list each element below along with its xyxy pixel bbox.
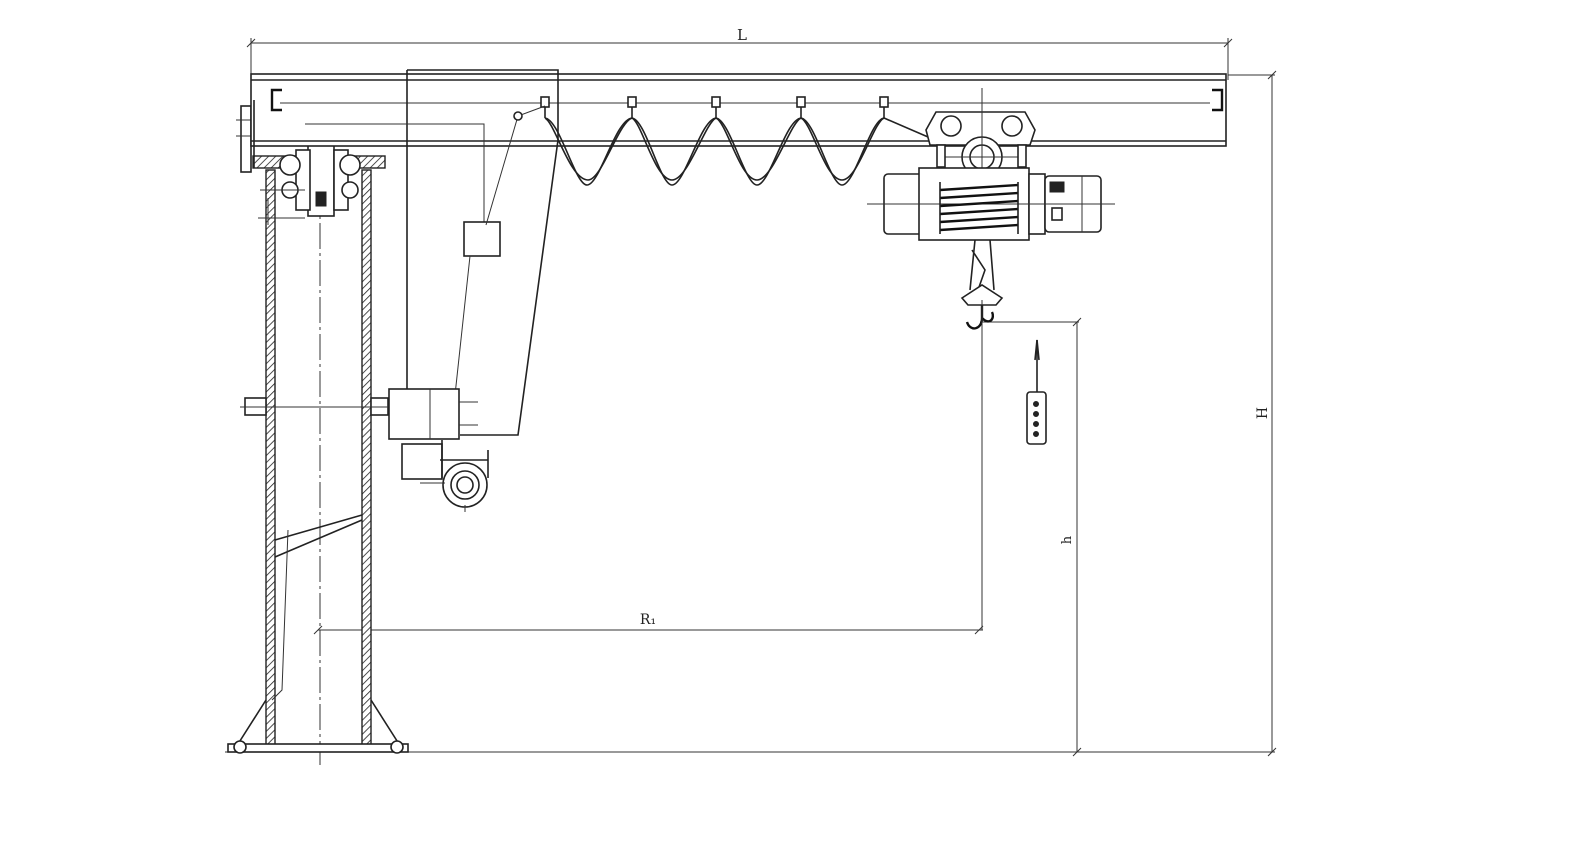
hoist-trolley: [925, 88, 1036, 180]
dimension-label-l: L: [737, 26, 747, 44]
jib-arm: [250, 73, 1227, 168]
dimension-h: H: [1228, 70, 1277, 757]
dimension-label-r1: R₁: [640, 612, 656, 628]
dimension-label-h-lower: h: [1060, 535, 1075, 544]
electric-hoist: [867, 167, 1115, 241]
dimension-label-h: H: [1255, 407, 1271, 419]
dimension-r1: R₁: [313, 612, 984, 635]
dimension-h-lower: h: [980, 317, 1082, 757]
cable-festoon: [540, 96, 936, 186]
pendant-control: [1026, 339, 1047, 445]
control-cabinet: [305, 69, 559, 436]
slewing-motor: [388, 388, 489, 512]
hook-block: [960, 239, 1004, 630]
